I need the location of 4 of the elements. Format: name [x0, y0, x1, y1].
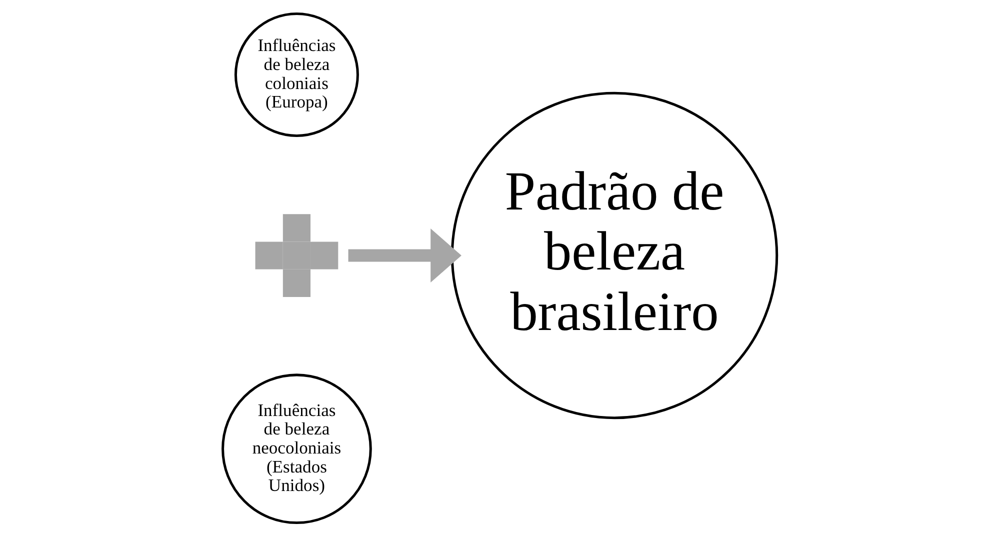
node-circle: Influências de beleza coloniais (Europa)	[234, 12, 358, 137]
arrow	[348, 228, 461, 283]
node-circle: Padrão de beleza brasileiro	[450, 92, 778, 420]
node-circle: Influências de beleza neocoloniais (Estados Unidos)	[221, 374, 372, 524]
